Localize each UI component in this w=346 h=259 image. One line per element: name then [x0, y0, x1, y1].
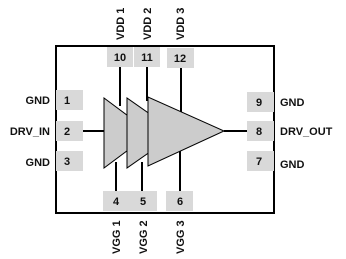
pin-number-11: 11: [141, 52, 153, 64]
pin-name-5: VGG 2: [138, 220, 150, 254]
pad-12: [167, 48, 194, 68]
amplifier-stage-3: [147, 96, 226, 167]
pin-number-6: 6: [177, 196, 183, 208]
pad-10: [107, 47, 133, 67]
pin-name-4: VGG 1: [111, 220, 123, 254]
pin-number-4: 4: [113, 196, 120, 208]
pad-1: [56, 90, 83, 110]
pin-number-1: 1: [64, 95, 70, 107]
pin-name-7: GND: [280, 159, 305, 171]
pin-name-12: VDD 3: [175, 8, 187, 40]
pad-4: [103, 191, 130, 211]
pin-name-3: GND: [26, 157, 51, 169]
pin-number-12: 12: [174, 53, 186, 65]
pin-name-1: GND: [26, 95, 51, 107]
pin-number-9: 9: [256, 97, 262, 109]
pad-9: [247, 92, 274, 112]
pin-name-6: VGG 3: [175, 220, 187, 254]
pin-name-2: DRV_IN: [10, 126, 50, 138]
pad-3: [56, 151, 83, 171]
pad-11: [134, 47, 160, 67]
pad-8: [247, 121, 274, 141]
pin-name-9: GND: [280, 97, 305, 109]
pin-number-10: 10: [114, 52, 126, 64]
pad-7: [247, 151, 274, 171]
pad-6: [166, 191, 193, 211]
pin-number-8: 8: [256, 126, 262, 138]
pin-name-8: DRV_OUT: [280, 126, 333, 138]
pin-number-5: 5: [140, 196, 146, 208]
pin-number-7: 7: [256, 156, 262, 168]
pin-number-3: 3: [64, 156, 70, 168]
pad-5: [130, 191, 157, 211]
pin-name-11: VDD 2: [142, 8, 154, 40]
pin-number-2: 2: [64, 126, 70, 138]
pin-name-10: VDD 1: [115, 8, 127, 40]
pad-2: [56, 121, 83, 141]
